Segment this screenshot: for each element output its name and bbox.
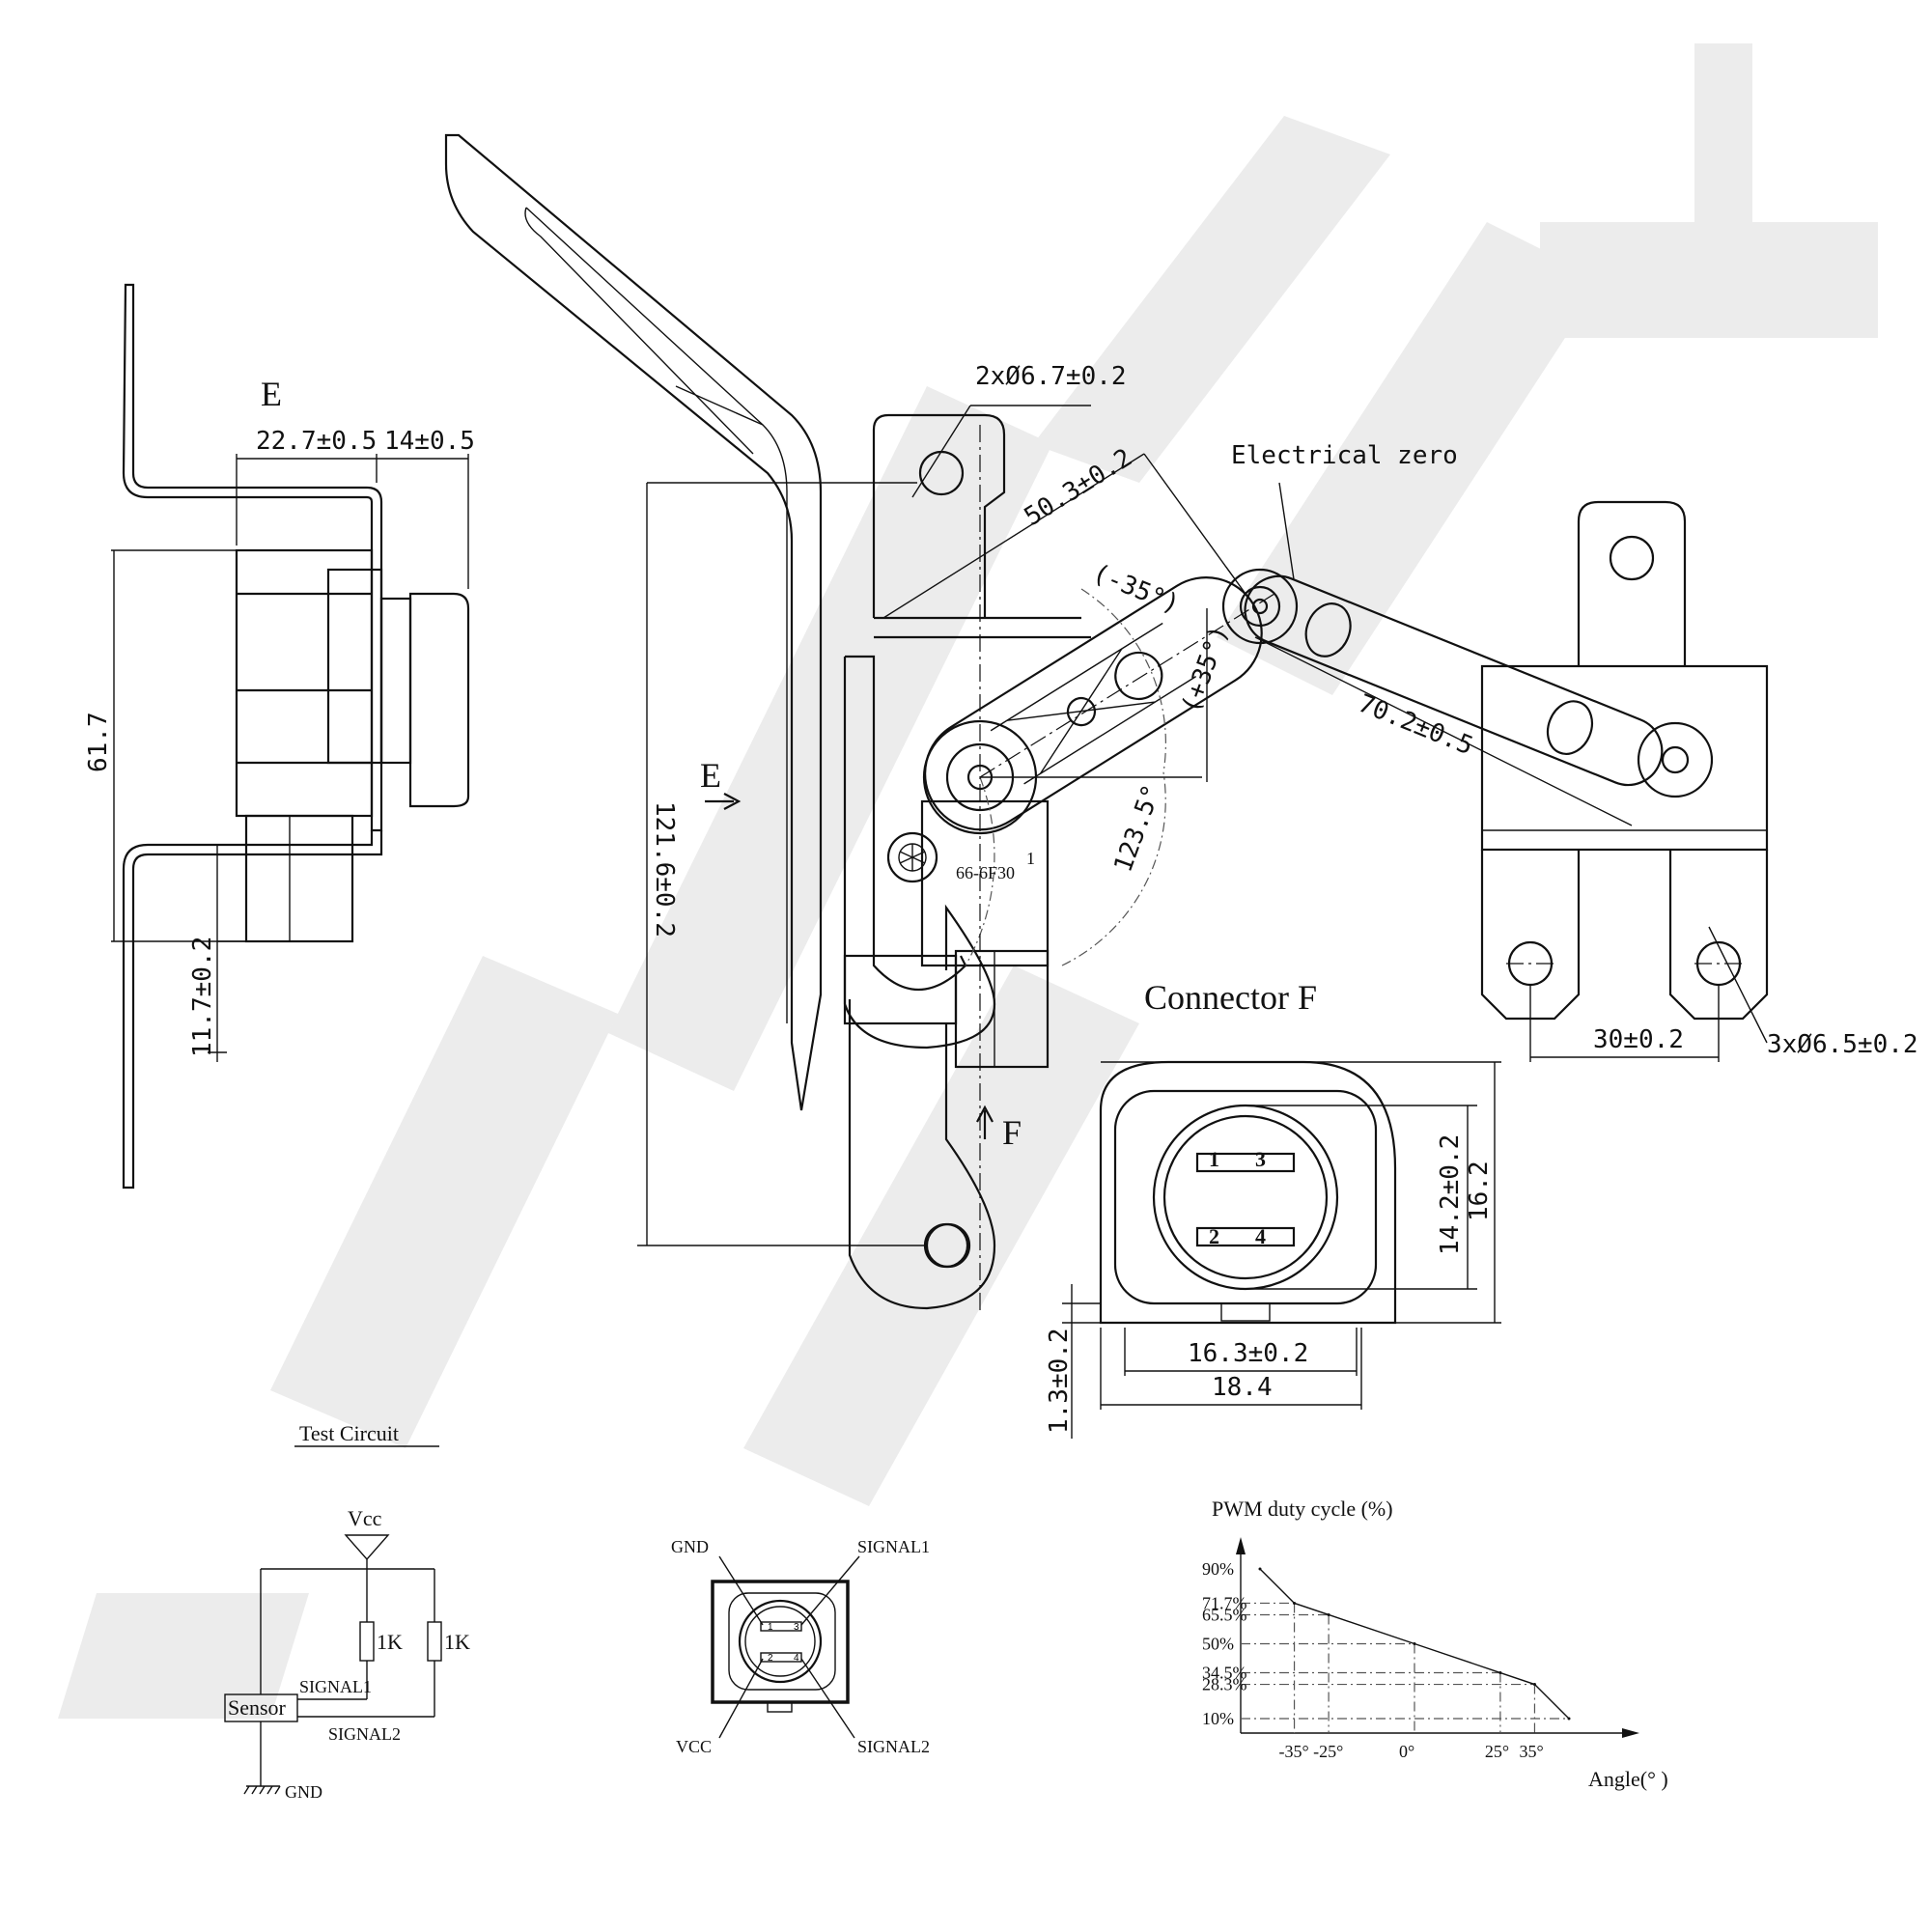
circuit-vcc: Vcc: [348, 1506, 382, 1530]
connector-pin-1: 1: [1209, 1147, 1219, 1171]
circuit-signal2: SIGNAL2: [328, 1724, 401, 1744]
pinout-signal1: SIGNAL1: [857, 1537, 930, 1556]
circuit-r2: 1K: [444, 1630, 470, 1654]
chart-point: [1413, 1642, 1416, 1645]
part-marking: 66-6F30: [956, 863, 1015, 882]
pin-one-marker: 1: [1026, 849, 1035, 868]
dim-side-width-2: 14±0.5: [384, 427, 475, 456]
chart-xlabel: Angle(° ): [1588, 1767, 1668, 1791]
dim-side-width-1: 22.7±0.5: [256, 427, 377, 456]
chart-y-tick: 34.5%: [1202, 1664, 1247, 1683]
chart-point: [1567, 1717, 1571, 1721]
chart-y-tick: 90%: [1202, 1559, 1234, 1579]
chart-point: [1498, 1671, 1502, 1675]
mounting-bracket: [1480, 500, 1769, 1062]
circuit-sensor: Sensor: [228, 1695, 287, 1720]
pinout-pin-3: 3: [794, 1622, 799, 1633]
dim-bracket-holes: 3xØ6.5±0.2: [1767, 1030, 1918, 1059]
pinout-gnd: GND: [671, 1537, 709, 1556]
chart-title: PWM duty cycle (%): [1212, 1497, 1393, 1521]
chart-y-tick: 65.5%: [1202, 1605, 1247, 1624]
connector-pin-2: 2: [1209, 1224, 1219, 1248]
chart-point: [1293, 1601, 1297, 1605]
dim-side-offset: 11.7±0.2: [188, 937, 217, 1057]
pinout-signal2: SIGNAL2: [857, 1737, 930, 1756]
chart-y-tick: 71.7%: [1202, 1593, 1247, 1612]
side-view-label-e: E: [261, 375, 282, 413]
dim-connector-inner-width: 16.3±0.2: [1188, 1339, 1308, 1368]
angle-range-123: 123.5°: [1108, 781, 1166, 877]
dim-connector-inner-height: 14.2±0.2: [1436, 1134, 1465, 1255]
chart-point: [1532, 1683, 1536, 1687]
connector-pin-3: 3: [1255, 1147, 1266, 1171]
chart-point: [1258, 1567, 1262, 1571]
dim-length-70: 70.2±0.5: [1354, 689, 1476, 762]
connector-f-view: [1062, 1060, 1501, 1439]
view-arrow-e: E: [700, 756, 721, 795]
chart-y-tick: 28.3%: [1202, 1675, 1247, 1694]
pinout-vcc: VCC: [676, 1737, 712, 1756]
chart-x-tick: 35°: [1519, 1742, 1543, 1761]
main-view: [444, 133, 1714, 1313]
chart-point: [1327, 1612, 1330, 1616]
circuit-gnd: GND: [285, 1782, 322, 1802]
dim-connector-outer-width: 18.4: [1212, 1373, 1273, 1402]
circuit-signal1: SIGNAL1: [299, 1677, 372, 1696]
view-arrow-f: F: [1002, 1113, 1022, 1152]
dim-holes-main: 2xØ6.7±0.2: [975, 362, 1127, 391]
chart-x-tick: -35°: [1279, 1742, 1309, 1761]
test-circuit-title: Test Circuit: [299, 1421, 399, 1445]
test-circuit: [224, 1445, 442, 1795]
chart-x-tick: 25°: [1485, 1742, 1509, 1761]
pwm-chart: 90% 71.7%65.5% 50% 34.5%28.3% 10% -35°-25° 0° 2…: [1202, 1537, 1639, 1761]
connector-f-title: Connector F: [1144, 978, 1317, 1017]
watermark-logo: [58, 43, 1878, 1719]
side-view: [111, 283, 470, 1189]
chart-x-arrow: [1622, 1728, 1639, 1738]
pinout-pin-2: 2: [768, 1653, 773, 1664]
dim-height-121: 121.6±0.2: [650, 801, 679, 938]
dim-side-height: 61.7: [84, 712, 113, 772]
dim-connector-outer-height: 16.2: [1465, 1161, 1494, 1221]
connector-pin-4: 4: [1255, 1224, 1266, 1248]
chart-x-tick: 0°: [1399, 1742, 1414, 1761]
pinout-pin-4: 4: [794, 1653, 799, 1664]
pinout-diagram: [711, 1555, 860, 1739]
pinout-pin-1: 1: [768, 1622, 773, 1633]
chart-y-tick: 10%: [1202, 1709, 1234, 1728]
angle-pos-35: (+35°): [1176, 622, 1234, 717]
label-electrical-zero: Electrical zero: [1231, 441, 1458, 470]
chart-x-tick: -25°: [1313, 1742, 1343, 1761]
dim-connector-key: 1.3±0.2: [1045, 1328, 1074, 1434]
chart-y-arrow: [1236, 1537, 1246, 1554]
chart-y-tick: 50%: [1202, 1635, 1234, 1654]
dim-bracket-spacing: 30±0.2: [1593, 1025, 1684, 1054]
circuit-r1: 1K: [377, 1630, 403, 1654]
